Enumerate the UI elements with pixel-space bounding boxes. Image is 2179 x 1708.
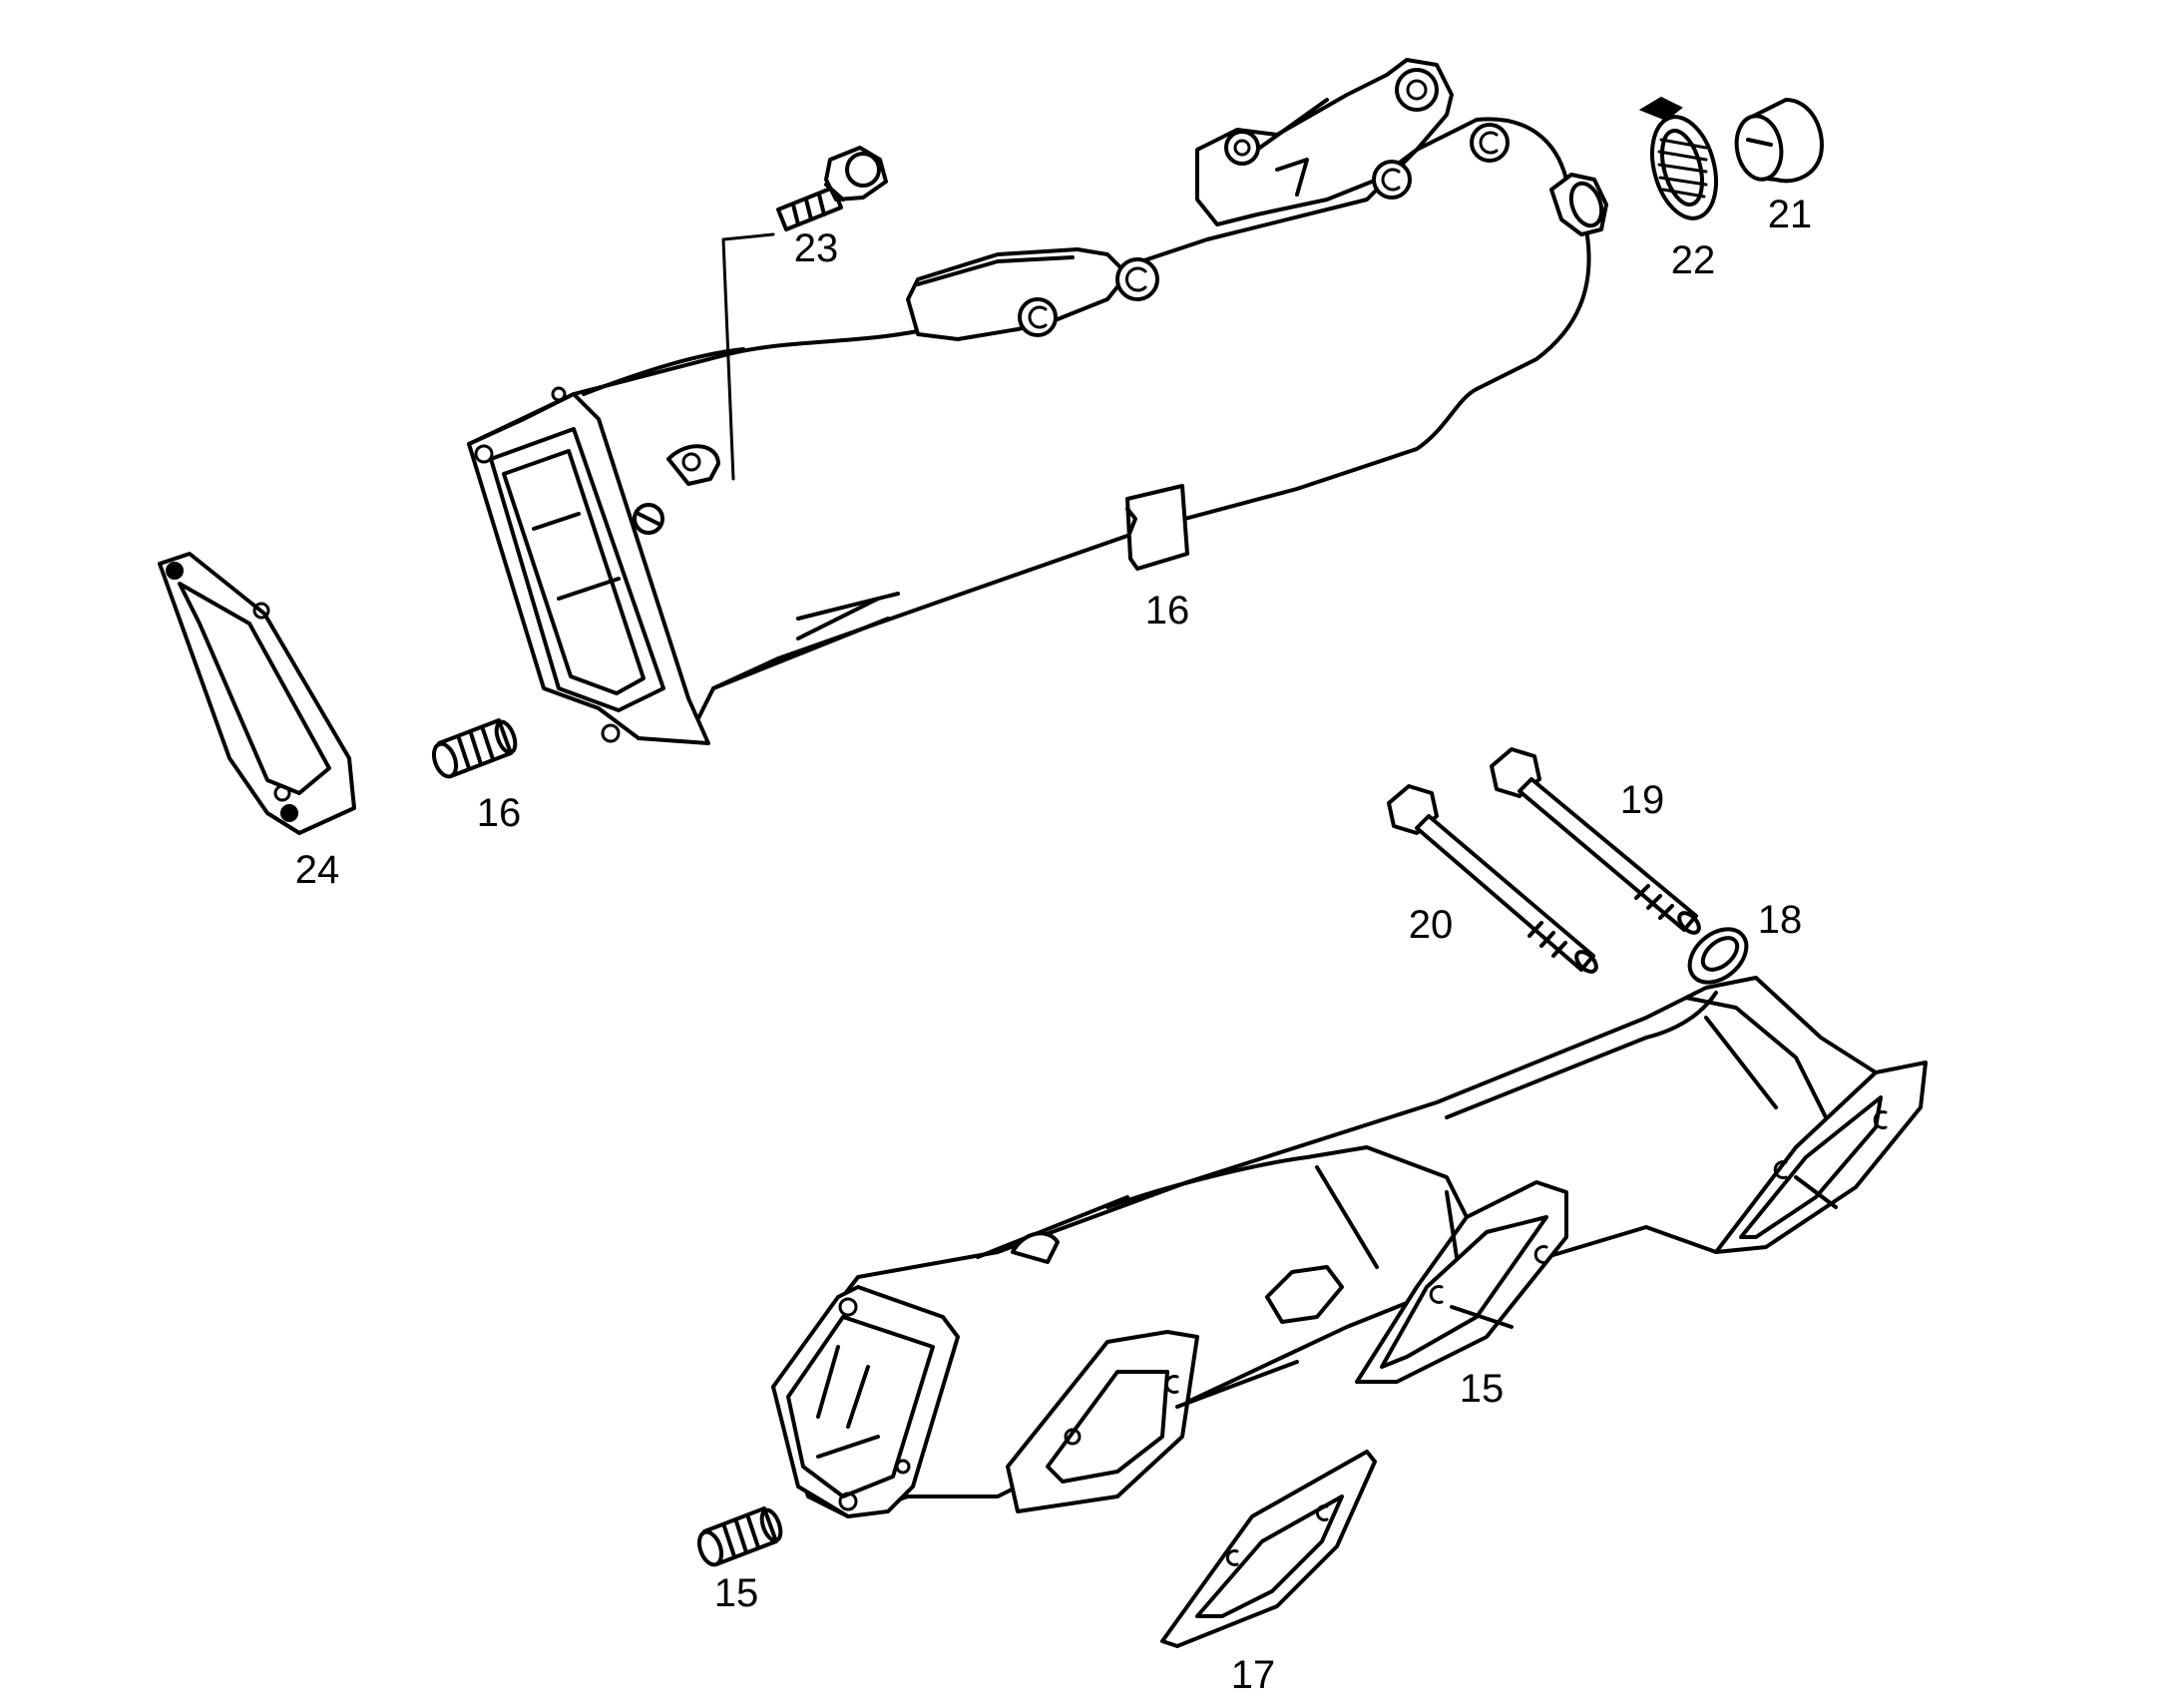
callout-20: 20	[1409, 903, 1454, 947]
callout-15-lower: 15	[1460, 1367, 1505, 1411]
long-bolt-20	[1387, 784, 1598, 974]
gasket-24	[158, 552, 356, 835]
gasket-17	[1160, 1450, 1377, 1648]
callout-19: 19	[1620, 778, 1665, 822]
callout-24: 24	[295, 848, 340, 892]
callout-22: 22	[1671, 238, 1716, 282]
callout-16-plug: 16	[477, 791, 522, 835]
leader-line-23	[721, 232, 775, 481]
hose-sleeve-21	[1734, 98, 1824, 184]
hose-clamp-22	[1638, 96, 1718, 220]
upper-intake-manifold	[467, 58, 1608, 745]
lower-intake-manifold	[771, 976, 1928, 1518]
callout-17: 17	[1231, 1653, 1276, 1697]
callout-15-plug: 15	[714, 1571, 759, 1615]
plug-15	[696, 1506, 783, 1567]
callout-21: 21	[1768, 193, 1813, 236]
callout-16-upper: 16	[1145, 589, 1190, 633]
callout-23: 23	[794, 226, 839, 270]
bolt-23	[776, 146, 888, 231]
plug-16	[431, 718, 518, 779]
callout-18: 18	[1758, 898, 1803, 942]
long-bolt-19	[1490, 747, 1701, 935]
washer-18	[1687, 927, 1749, 985]
